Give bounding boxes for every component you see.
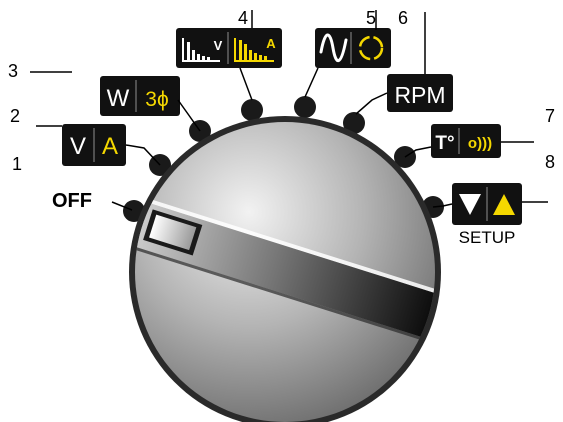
leader-line-7	[404, 146, 432, 158]
off-label: OFF	[52, 190, 92, 212]
callout-8: 8	[545, 152, 555, 172]
callout-5: 5	[366, 8, 376, 28]
v-a-volt-label: V	[70, 133, 86, 160]
position-harmonics-button[interactable]: V A	[176, 28, 282, 68]
callout-1: 1	[12, 154, 22, 174]
position-scope-phase-button[interactable]	[315, 28, 391, 68]
pointer-window	[143, 209, 203, 256]
position-rpm-button[interactable]: RPM	[387, 74, 453, 112]
v-a-amp-label: A	[102, 133, 118, 160]
position-w-3phase-button[interactable]: W 3ϕ	[100, 76, 180, 116]
rpm-label: RPM	[394, 82, 445, 108]
detent-6	[343, 112, 365, 134]
position-setup-button[interactable]	[452, 183, 522, 225]
leader-line-2b	[177, 99, 201, 132]
w-watts-label: W	[107, 85, 130, 112]
position-temp-sound-button[interactable]: T° o)))	[431, 124, 501, 158]
position-v-a-button[interactable]: V A	[62, 124, 126, 166]
callout-4: 4	[238, 8, 248, 28]
setup-label: SETUP	[459, 228, 516, 247]
harmonics-volt-label: V	[214, 38, 223, 53]
off-pointer-line	[111, 201, 133, 211]
callout-3: 3	[8, 61, 18, 81]
arrow-down-icon	[459, 194, 481, 215]
w-3phase-label: 3ϕ	[145, 88, 168, 111]
leader-line-1	[125, 144, 161, 166]
arrow-up-icon	[493, 194, 515, 215]
sine-wave-icon	[319, 33, 348, 62]
leader-lines	[30, 10, 548, 208]
callout-2: 2	[10, 106, 20, 126]
leader-line-5b	[304, 67, 319, 98]
leader-line-4b	[239, 67, 253, 101]
leader-line-8b	[432, 203, 453, 208]
harmonics-amp-bars-icon	[234, 38, 274, 62]
sound-icon: o)))	[468, 135, 492, 152]
leader-line-6b	[355, 92, 388, 115]
selector-knob[interactable]	[128, 116, 449, 422]
phase-rotation-icon	[358, 35, 384, 61]
detent-4	[241, 99, 263, 121]
detent-5	[294, 96, 316, 118]
temperature-label: T°	[435, 133, 454, 154]
callout-6: 6	[398, 8, 408, 28]
harmonics-amp-label: A	[266, 36, 276, 51]
callout-7: 7	[545, 106, 555, 126]
harmonics-voltage-bars-icon	[182, 38, 220, 62]
